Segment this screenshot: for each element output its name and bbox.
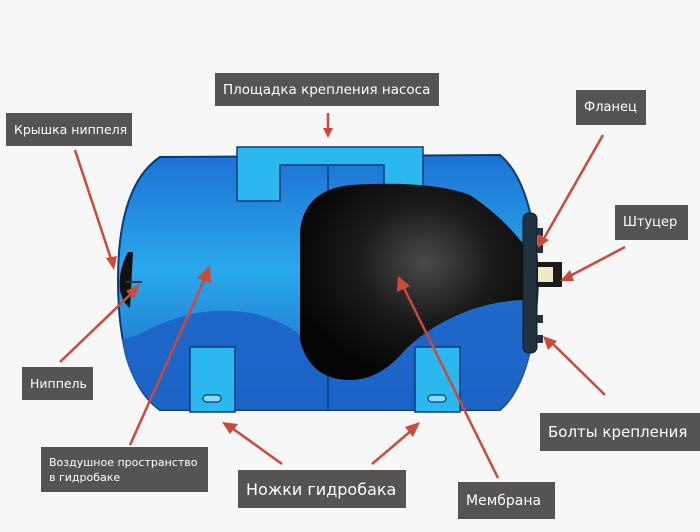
callout-arrows — [59, 113, 626, 479]
pump-pad — [236, 146, 424, 202]
label-air-space: Воздушное пространство в гидробаке — [41, 447, 208, 492]
tank-leg-left — [189, 346, 236, 413]
tank-leg-right — [414, 346, 461, 413]
label-pump-pad: Площадка крепления насоса — [215, 73, 439, 106]
label-nipple: Ниппель — [22, 367, 93, 400]
label-air-space-line2: в гидробаке — [49, 470, 121, 484]
flange — [522, 212, 538, 354]
label-mount-bolts: Болты крепления — [540, 413, 700, 451]
label-membrane: Мембрана — [458, 482, 555, 519]
label-fitting: Штуцер — [615, 205, 688, 240]
label-air-space-line1: Воздушное пространство — [49, 455, 198, 469]
membrane-shape — [300, 183, 527, 380]
label-legs: Ножки гидробака — [238, 470, 406, 508]
label-nipple-cap: Крышка ниппеля — [6, 113, 132, 146]
label-flange: Фланец — [576, 90, 646, 125]
